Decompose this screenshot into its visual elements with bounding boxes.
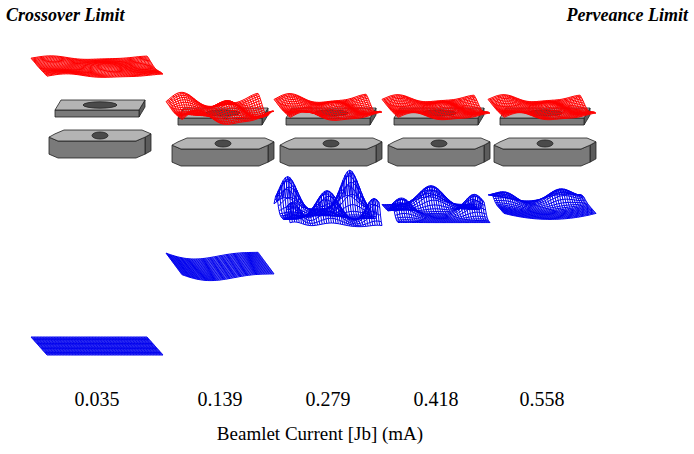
plasma-sheath-surface xyxy=(382,95,490,120)
beam-surface xyxy=(31,337,163,355)
axis-label: Beamlet Current [Jb] (mA) xyxy=(217,424,423,445)
plasma-sheath-surface xyxy=(31,56,163,78)
screen-grid xyxy=(55,100,145,117)
plasma-sheath-surface xyxy=(166,92,274,124)
regime-label: Crossover Limit xyxy=(6,6,125,26)
regime-label: Perveance Limit xyxy=(567,6,688,26)
tick-value: 0.558 xyxy=(520,388,565,410)
accel-grid xyxy=(172,138,274,166)
beam-surface xyxy=(488,189,596,220)
accel-grid xyxy=(494,138,596,166)
accel-grid xyxy=(49,130,151,158)
tick-value: 0.279 xyxy=(306,388,351,410)
plasma-sheath-surface xyxy=(274,94,382,121)
accel-grid xyxy=(388,138,490,166)
plasma-sheath-surface xyxy=(488,95,596,120)
beam-surface xyxy=(382,186,490,223)
beam-surface xyxy=(274,170,382,226)
tick-value: 0.139 xyxy=(198,388,243,410)
tick-value: 0.418 xyxy=(414,388,459,410)
beam-surface xyxy=(166,252,274,280)
accel-grid xyxy=(280,138,382,166)
tick-value: 0.035 xyxy=(75,388,120,410)
